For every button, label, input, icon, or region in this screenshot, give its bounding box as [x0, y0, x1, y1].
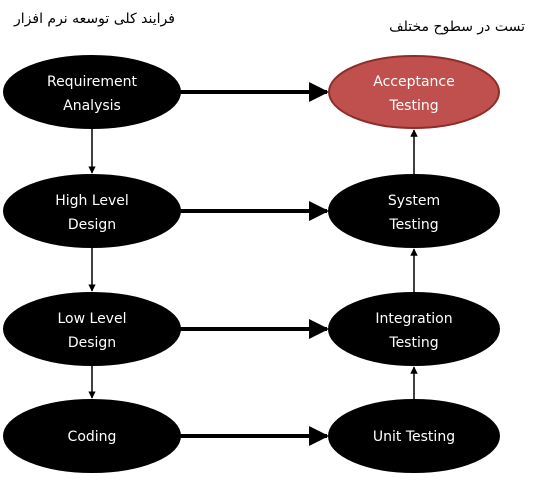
node-label-line2: Testing	[388, 217, 438, 233]
node-label-line1: High Level	[55, 193, 129, 209]
node-label-line1: Coding	[68, 429, 117, 445]
node-label-line2: Design	[68, 335, 116, 351]
node-unit-testing: Unit Testing	[328, 399, 500, 473]
node-label-line1: Integration	[375, 311, 452, 327]
node-shape	[328, 174, 500, 248]
node-label-line1: System	[388, 193, 440, 209]
connector-layer	[88, 82, 418, 446]
node-shape	[3, 55, 181, 129]
node-label-line2: Design	[68, 217, 116, 233]
node-label-line1: Unit Testing	[373, 429, 455, 445]
node-shape	[328, 292, 500, 366]
node-label-line2: Testing	[388, 98, 438, 114]
node-shape	[3, 292, 181, 366]
node-shape	[3, 399, 181, 473]
node-label-line2: Analysis	[63, 98, 121, 114]
node-shape	[3, 174, 181, 248]
node-label-line1: Requirement	[47, 74, 138, 90]
node-coding: Coding	[3, 399, 181, 473]
node-label-line1: Low Level	[58, 311, 127, 327]
node-shape	[328, 55, 500, 129]
node-label-line2: Testing	[388, 335, 438, 351]
node-label-line1: Acceptance	[373, 74, 454, 90]
development-process-title: فرایند کلی توسعه نرم افزار	[14, 11, 175, 27]
node-shape	[328, 399, 500, 473]
testing-levels-title: تست در سطوح مختلف	[389, 19, 525, 35]
